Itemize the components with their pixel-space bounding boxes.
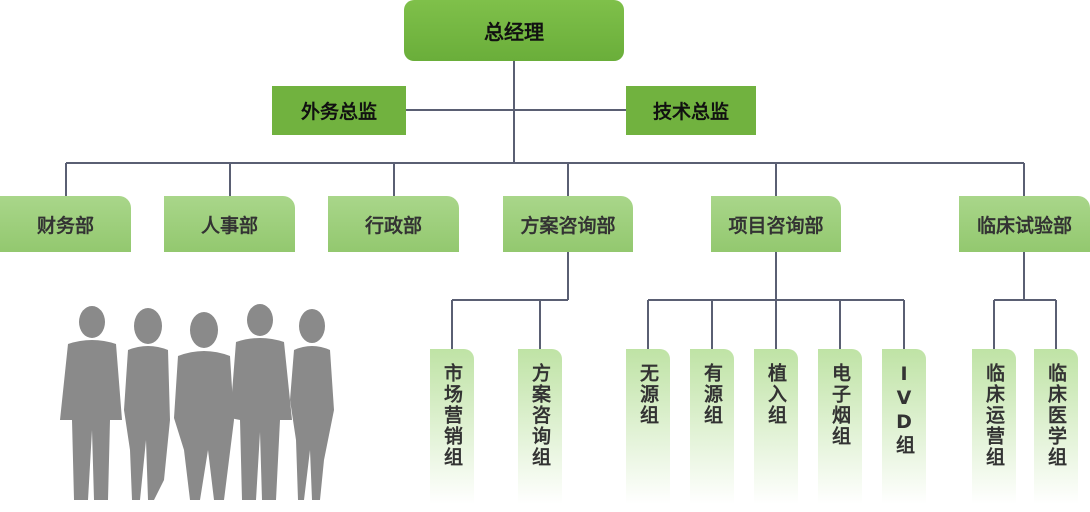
general-manager-box: 总经理 bbox=[404, 0, 624, 61]
active-device-team-box: 有源组 bbox=[690, 349, 734, 504]
technical-director-box: 技术总监 bbox=[626, 86, 756, 135]
e-cigarette-team-box: 电子烟组 bbox=[818, 349, 862, 504]
clinical-medicine-team-box: 临床医学组 bbox=[1034, 349, 1078, 504]
project-consulting-department-box: 项目咨询部 bbox=[711, 196, 841, 252]
passive-device-team-box: 无源组 bbox=[626, 349, 670, 504]
implant-team-box: 植入组 bbox=[754, 349, 798, 504]
marketing-team-box: 市场营销组 bbox=[430, 349, 474, 504]
clinical-operations-team-box: 临床运营组 bbox=[972, 349, 1016, 504]
finance-department-box: 财务部 bbox=[0, 196, 131, 252]
clinical-trial-department-box: 临床试验部 bbox=[959, 196, 1090, 252]
administration-department-box: 行政部 bbox=[328, 196, 459, 252]
hr-department-box: 人事部 bbox=[164, 196, 295, 252]
solution-consulting-department-box: 方案咨询部 bbox=[503, 196, 633, 252]
foreign-affairs-director-box: 外务总监 bbox=[272, 86, 406, 135]
solution-consulting-team-box: 方案咨询组 bbox=[518, 349, 562, 504]
ivd-team-box: IVD组 bbox=[882, 349, 926, 504]
business-people-silhouette bbox=[60, 304, 334, 500]
